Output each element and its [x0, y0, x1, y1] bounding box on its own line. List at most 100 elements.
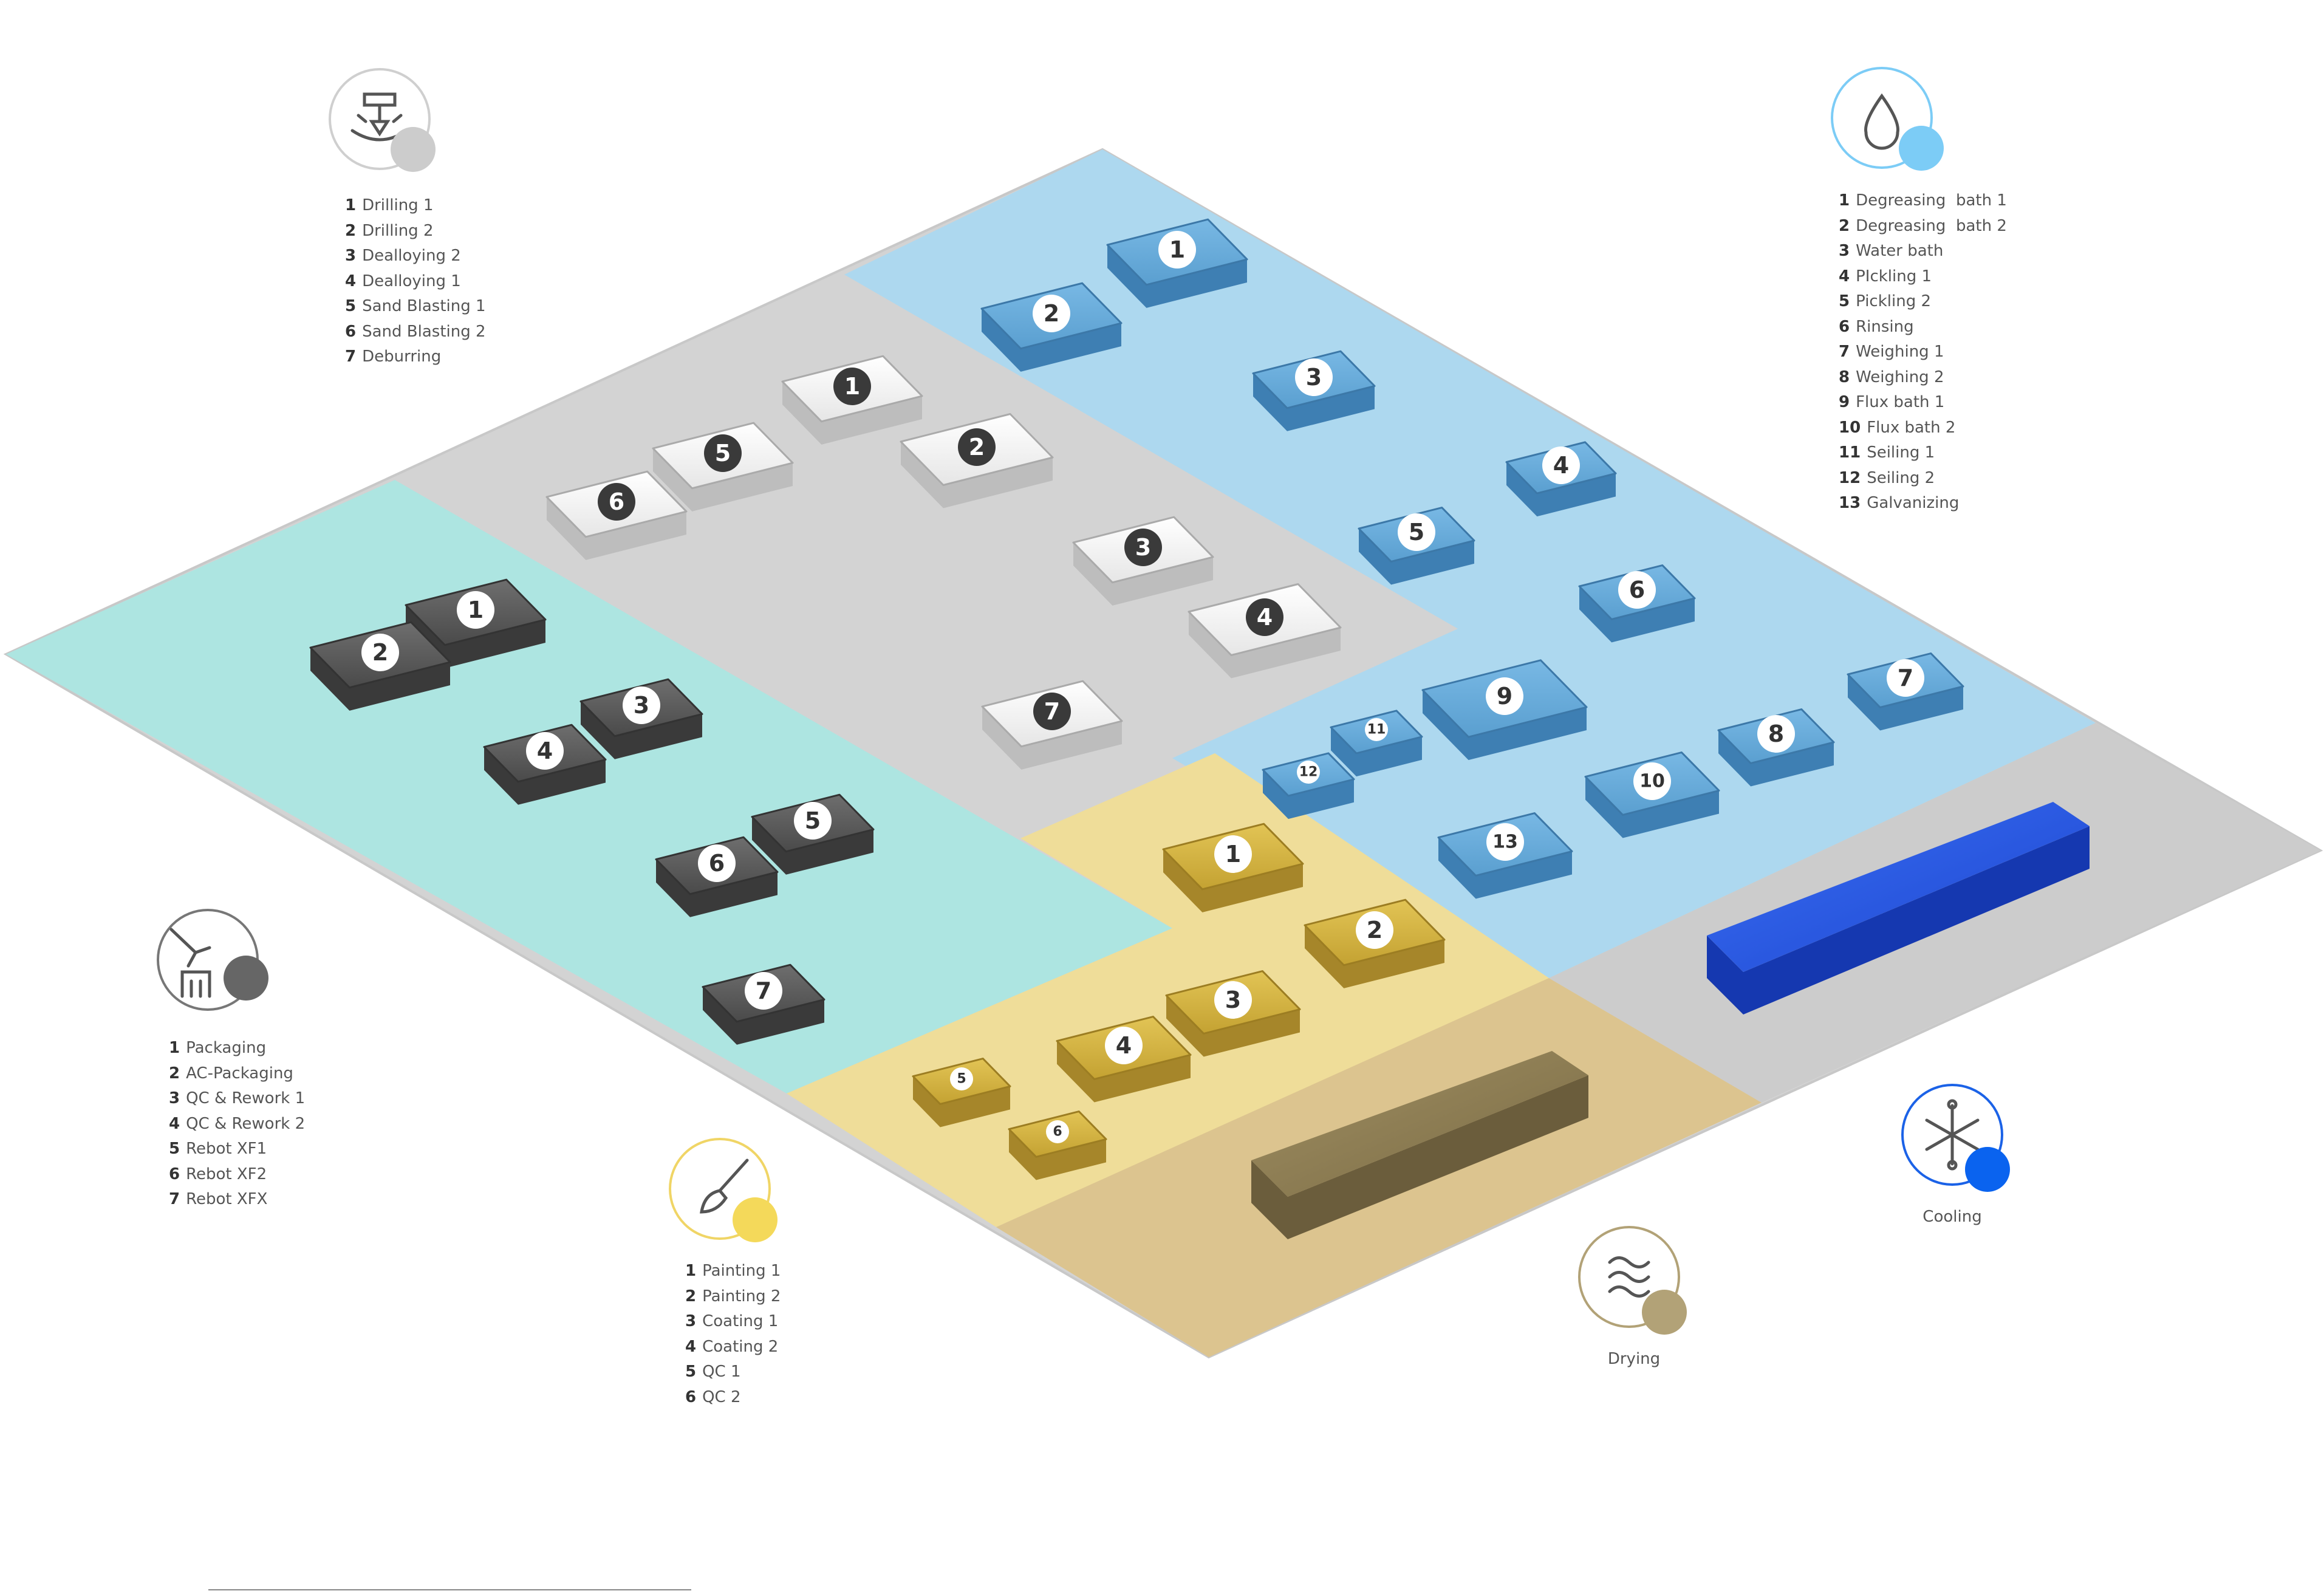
legend-item-number: 5 — [1839, 292, 1850, 310]
machine-side — [547, 497, 686, 560]
heat-waves-icon — [1608, 1256, 1650, 1298]
machine-number-badge — [833, 368, 871, 405]
legend-item-number: 4 — [345, 272, 357, 290]
machine-number-badge — [598, 483, 635, 521]
machine-number: 6 — [1053, 1124, 1062, 1140]
legend-item-number: 11 — [1839, 443, 1861, 462]
machine-number-badge — [1124, 529, 1162, 566]
legend-item-label: Seiling 2 — [1867, 468, 1935, 487]
unit-side — [1251, 1075, 1588, 1239]
legend-item-label: Pickling 2 — [1856, 292, 1932, 310]
machine-number-badge — [1486, 677, 1523, 715]
drying-unit[interactable] — [1251, 1051, 1588, 1239]
legend-item-number: 4 — [1839, 267, 1850, 286]
legend-item-label: Packaging — [186, 1039, 267, 1057]
legend-item-label: Galvanizing — [1867, 494, 1960, 512]
legend-item: 2 Degreasing bath 2 — [1839, 214, 2007, 239]
machine-number: 6 — [1629, 577, 1645, 603]
machine-side — [1718, 730, 1834, 787]
machine-number-badge — [1618, 571, 1656, 609]
legend-item-label: Drilling 2 — [362, 221, 434, 240]
legend-item-number: 4 — [169, 1114, 180, 1133]
machine-number-badge — [958, 428, 996, 466]
bottom-rule — [208, 1589, 691, 1590]
paint-brush-icon — [700, 1158, 749, 1214]
legend-item-number: 2 — [345, 221, 357, 240]
cooling-caption: Cooling — [1922, 1208, 1982, 1226]
machine-number-badge — [1246, 598, 1283, 636]
machine-number: 8 — [1768, 720, 1784, 747]
machine-side — [1579, 586, 1695, 643]
drying-caption: Drying — [1607, 1350, 1661, 1368]
legend-item-number: 3 — [345, 247, 357, 265]
machine-side — [1263, 770, 1354, 819]
legend-item-label: Degreasing bath 2 — [1856, 216, 2007, 235]
legend-item-label: Seiling 1 — [1867, 443, 1935, 462]
machine-number: 2 — [1367, 917, 1382, 943]
legend-item-label: Dealloying 1 — [362, 272, 461, 290]
unit-top — [1707, 802, 2090, 972]
machine-side — [913, 1076, 1010, 1127]
legend-item-number: 9 — [1839, 393, 1850, 411]
robot-arm-icon — [169, 928, 211, 998]
machine-number: 9 — [1497, 683, 1512, 710]
packaging-badge — [224, 956, 268, 1001]
legend-item-number: 1 — [1839, 191, 1850, 210]
legend-item-number: 2 — [685, 1287, 697, 1305]
machine-side — [1305, 925, 1444, 988]
machine-number: 4 — [1257, 604, 1273, 631]
drying-zone-icon-group — [1578, 1226, 1687, 1335]
machine-number-badge — [623, 686, 660, 724]
machine-side — [1107, 245, 1247, 308]
legend-item-number: 2 — [169, 1064, 180, 1083]
legend-item-number: 2 — [1839, 216, 1850, 235]
legend-item-label: Weighing 1 — [1856, 343, 1944, 361]
legend-item-label: Coating 2 — [702, 1337, 779, 1356]
machine-side — [1009, 1129, 1106, 1180]
machine-number-badge — [1297, 761, 1320, 784]
drying-badge — [1642, 1290, 1687, 1335]
machine-number: 1 — [844, 373, 860, 400]
legend-item: 4 Coating 2 — [685, 1335, 781, 1360]
machine-side — [1423, 689, 1587, 761]
legend-item-number: 8 — [1839, 368, 1850, 386]
legend-item-label: Rebot XF1 — [186, 1140, 267, 1158]
machine-number: 1 — [468, 597, 484, 623]
legend-item-label: Deburring — [362, 347, 442, 366]
machine-number-badge — [1046, 1120, 1069, 1143]
machine-side — [1848, 674, 1963, 731]
machine-number: 5 — [715, 440, 731, 467]
machine-number: 1 — [1225, 841, 1241, 867]
machine-number: 7 — [1898, 665, 1913, 691]
painting-badge — [733, 1197, 778, 1242]
legend-item-label: QC 1 — [702, 1363, 741, 1381]
cooling-unit[interactable] — [1707, 802, 2090, 1014]
legend-item-number: 4 — [685, 1337, 697, 1356]
machine-number: 1 — [1169, 236, 1185, 263]
legend-item-label: Rebot XF2 — [186, 1165, 267, 1183]
legend-item: 4 Dealloying 1 — [345, 269, 486, 295]
machine-side — [1359, 529, 1474, 585]
machine-number: 2 — [372, 639, 388, 666]
legend-item-label: Drilling 1 — [362, 196, 434, 214]
machine-number: 3 — [634, 692, 649, 719]
legend-item-label: Flux bath 2 — [1867, 418, 1956, 437]
machine-number: 4 — [1553, 452, 1569, 479]
legend-item: 5 Pickling 2 — [1839, 289, 2007, 315]
cooling-badge — [1965, 1147, 2010, 1192]
legend-item-number: 3 — [1839, 242, 1850, 260]
legend-item-label: Painting 1 — [702, 1262, 781, 1280]
machine-side — [982, 707, 1122, 770]
